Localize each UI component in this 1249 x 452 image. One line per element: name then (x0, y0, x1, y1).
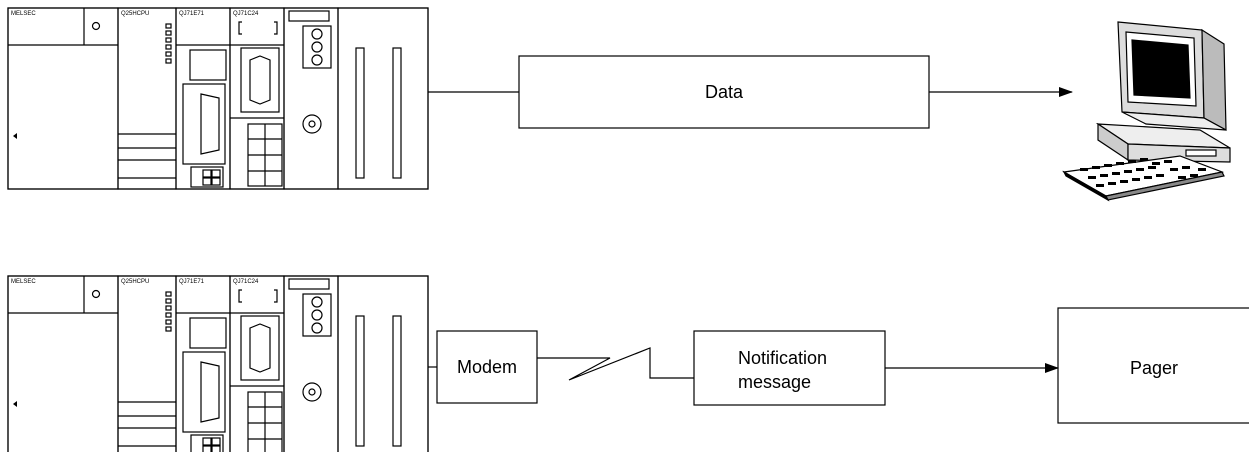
keyboard-keys (1080, 158, 1206, 187)
pager-label: Pager (1130, 358, 1178, 378)
ethernet-module-label-bottom: QJ71E71 (179, 279, 205, 285)
notification-label-line1: Notification (738, 348, 827, 368)
personal-computer-icon (1062, 21, 1231, 202)
plc-rack-bottom (7, 275, 429, 452)
data-label: Data (705, 82, 744, 102)
pager-box (1057, 307, 1249, 424)
modem-label: Modem (457, 357, 517, 377)
notification-label-line2: message (738, 372, 811, 392)
modem-box (436, 330, 538, 404)
plc-rack-top (7, 7, 429, 190)
cpu-module-label-top: Q25HCPU (121, 11, 149, 17)
plc-brand-label-bottom: MELSEC (11, 279, 36, 285)
notification-message-box (693, 330, 886, 406)
telephone-line-zigzag (537, 347, 694, 381)
serial-module-label-bottom: QJ71C24 (233, 279, 259, 285)
plc-brand-label-top: MELSEC (11, 11, 36, 17)
serial-module-label-top: QJ71C24 (233, 11, 259, 17)
ethernet-module-label-top: QJ71E71 (179, 11, 205, 17)
cpu-module-label-bottom: Q25HCPU (121, 279, 149, 285)
